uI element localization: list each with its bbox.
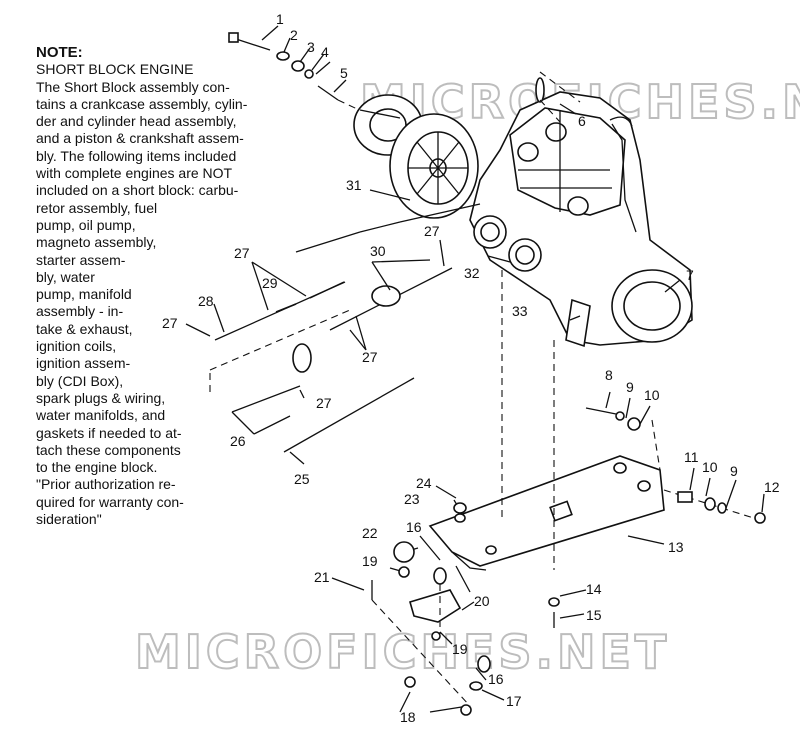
- callout-22: 22: [362, 525, 378, 541]
- note-line: and a piston & crankshaft assem-: [36, 130, 244, 147]
- callout-1: 1: [276, 11, 284, 27]
- note-line: pump, manifold: [36, 286, 132, 303]
- note-line: "Prior authorization re-: [36, 476, 176, 493]
- callout-28: 28: [198, 293, 214, 309]
- note-line: pump, oil pump,: [36, 216, 136, 233]
- callout-25: 25: [294, 471, 310, 487]
- callout-9-lower: 9: [730, 463, 738, 479]
- throttle-cable: [295, 203, 481, 253]
- note-line: gaskets if needed to at-: [36, 424, 182, 441]
- callout-14: 14: [586, 581, 602, 597]
- note-line: assembly - in-: [36, 303, 124, 320]
- callout-17: 17: [506, 693, 522, 709]
- note-line: magneto assembly,: [36, 234, 157, 251]
- callout-3: 3: [307, 39, 315, 55]
- callout-4: 4: [321, 44, 329, 60]
- callout-24: 24: [416, 475, 432, 491]
- callout-20: 20: [474, 593, 490, 609]
- callout-12: 12: [764, 479, 780, 495]
- callout-19-lower: 19: [452, 641, 468, 657]
- note-title: NOTE:: [36, 44, 83, 61]
- callout-23: 23: [404, 491, 420, 507]
- note-line: included on a short block: carbu-: [36, 182, 239, 199]
- engine-block: [469, 71, 693, 348]
- callout-8: 8: [605, 367, 613, 383]
- note-line: quired for warranty con-: [36, 493, 184, 510]
- note-line: der and cylinder head assembly,: [36, 113, 237, 130]
- callout-27-left: 27: [162, 315, 178, 331]
- callout-6: 6: [578, 113, 586, 129]
- callout-labels: 1 2 3 4 5 6 7 8 9 10 11 10 9 12 13 14 15…: [162, 11, 780, 725]
- callout-15: 15: [586, 607, 602, 623]
- callout-16-lower: 16: [488, 671, 504, 687]
- callout-31: 31: [346, 177, 362, 193]
- callout-33: 33: [512, 303, 528, 319]
- callout-21: 21: [314, 569, 330, 585]
- callout-30: 30: [370, 243, 386, 259]
- short-block-note: NOTE: SHORT BLOCK ENGINE The Short Block…: [36, 44, 288, 528]
- note-line: with complete engines are NOT: [36, 165, 233, 182]
- note-line: ignition assem-: [36, 355, 131, 372]
- note-line: ignition coils,: [36, 338, 117, 355]
- callout-27-lower: 27: [316, 395, 332, 411]
- note-line: bly. The following items included: [36, 147, 237, 164]
- callout-5: 5: [340, 65, 348, 81]
- note-line: bly (CDI Box),: [36, 372, 124, 389]
- callout-27-upper-right: 27: [424, 223, 440, 239]
- callout-29: 29: [262, 275, 278, 291]
- callout-32: 32: [464, 265, 480, 281]
- callout-26: 26: [230, 433, 246, 449]
- note-line: starter assem-: [36, 251, 126, 268]
- callout-2: 2: [290, 27, 298, 43]
- callout-18: 18: [400, 709, 416, 725]
- drive-clutch: [353, 94, 479, 219]
- leader-lines: [185, 25, 765, 713]
- callout-9-upper: 9: [626, 379, 634, 395]
- clutch-bolt-group: [228, 32, 371, 116]
- callout-7: 7: [686, 267, 694, 283]
- note-line: spark plugs & wiring,: [36, 389, 166, 406]
- note-line: bly, water: [36, 268, 95, 285]
- callout-10-lower: 10: [702, 459, 718, 475]
- note-line: water manifolds, and: [36, 407, 166, 424]
- note-line: tach these components: [36, 441, 181, 458]
- note-line: to the engine block.: [36, 459, 158, 476]
- callout-19-upper: 19: [362, 553, 378, 569]
- mount-bracket-assembly: [371, 541, 491, 716]
- engine-mount-rods: [209, 267, 453, 453]
- callout-11: 11: [684, 449, 699, 465]
- note-line: tains a crankcase assembly, cylin-: [36, 95, 248, 112]
- note-line: take & exhaust,: [36, 320, 133, 337]
- watermark-bottom: MICROFICHES.NET: [135, 625, 670, 679]
- note-line: sideration": [36, 511, 102, 528]
- skid-plate: [428, 270, 761, 571]
- skid-plate-hardware: [453, 407, 766, 628]
- callout-27-middle: 27: [362, 349, 378, 365]
- callout-27-upper-left: 27: [234, 245, 250, 261]
- note-line: retor assembly, fuel: [36, 199, 158, 216]
- callout-16-upper: 16: [406, 519, 422, 535]
- note-line: SHORT BLOCK ENGINE: [36, 61, 194, 78]
- callout-13: 13: [668, 539, 684, 555]
- note-line: The Short Block assembly con-: [36, 78, 230, 95]
- callout-10-upper: 10: [644, 387, 660, 403]
